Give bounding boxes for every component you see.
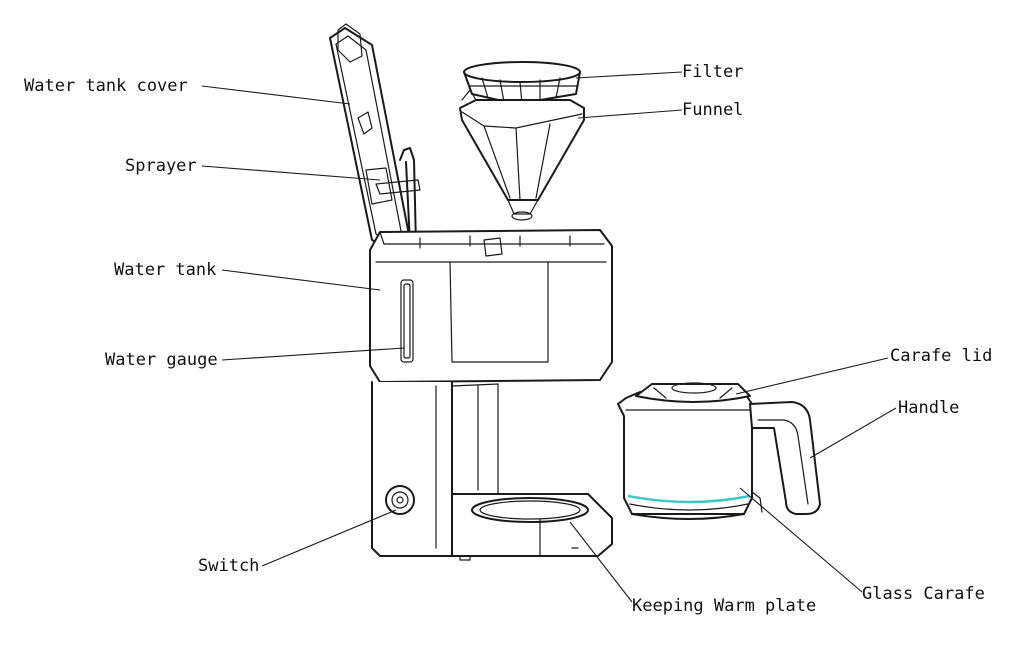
funnel [459, 89, 585, 221]
label-carafe-lid: Carafe lid [890, 346, 993, 366]
label-switch: Switch [198, 556, 260, 576]
leader-lines [201, 71, 897, 603]
filter [463, 61, 581, 105]
label-water-gauge: Water gauge [105, 350, 218, 370]
switch [385, 485, 415, 515]
label-filter: Filter [682, 62, 744, 82]
label-sprayer: Sprayer [125, 156, 197, 176]
water-tank [369, 229, 613, 383]
label-funnel: Funnel [682, 100, 744, 120]
label-glass-carafe: Glass Carafe [862, 584, 985, 604]
water-gauge [400, 279, 414, 363]
label-water-tank-cover: Water tank cover [24, 76, 188, 96]
label-water-tank: Water tank [114, 260, 217, 280]
water-tank-cover [329, 23, 411, 253]
sprayer [375, 147, 421, 247]
keeping-warm-plate [451, 493, 613, 561]
carafe-lid [635, 382, 751, 403]
label-handle: Handle [898, 398, 960, 418]
label-keeping-warm-plate: Keeping Warm plate [632, 596, 817, 616]
carafe-handle [749, 401, 821, 515]
glass-carafe [617, 391, 753, 520]
